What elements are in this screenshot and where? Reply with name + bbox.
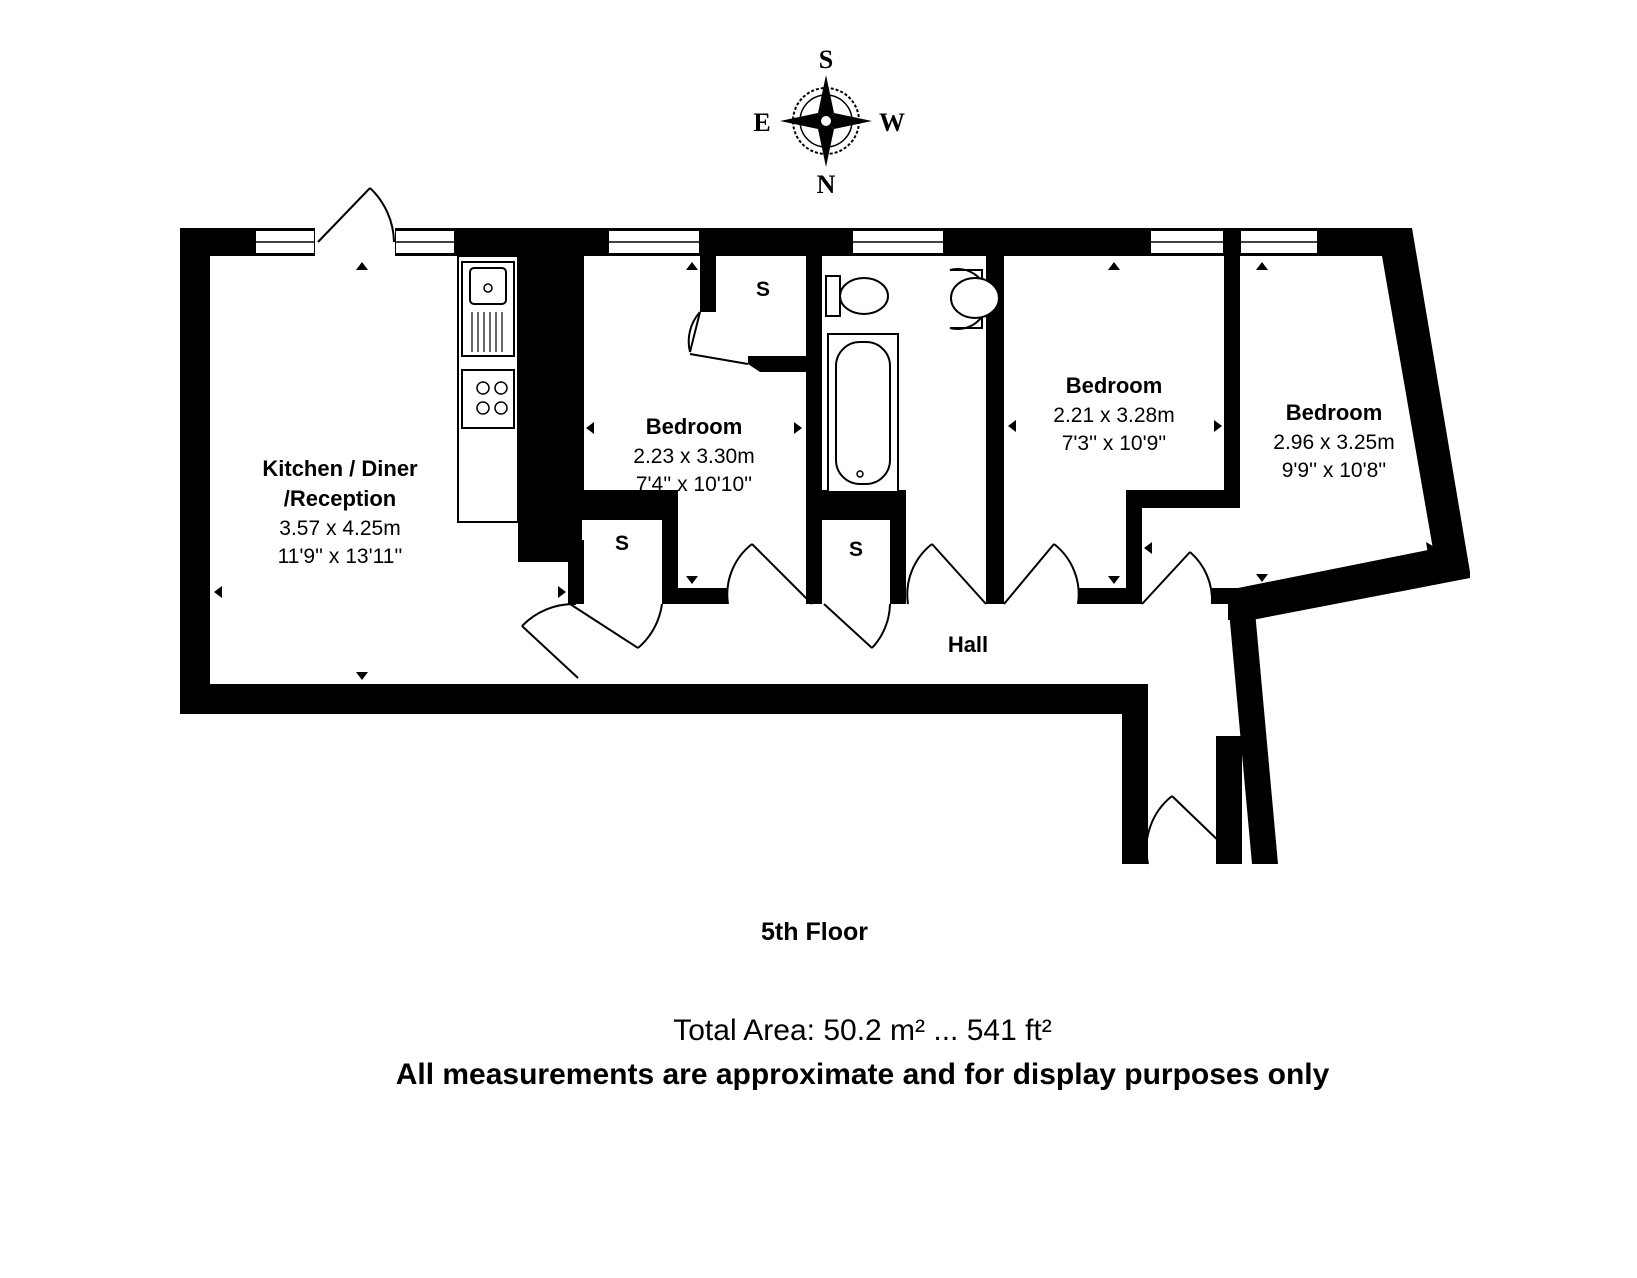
kitchen-fixtures <box>457 255 519 523</box>
bathroom-fixtures <box>825 268 1000 493</box>
storage-label-hall-left: S <box>615 532 629 555</box>
kitchen-imperial: 11'9'' x 13'11'' <box>278 545 403 568</box>
bedroom1-metric: 2.23 x 3.30m <box>633 445 754 468</box>
storage-label-bedroom: S <box>756 278 770 301</box>
bedroom2-metric: 2.21 x 3.28m <box>1053 404 1174 427</box>
compass-east-label: E <box>753 108 770 137</box>
bedroom3-name: Bedroom <box>1286 400 1383 425</box>
dimension-arrows <box>214 262 1436 680</box>
compass-rose: S E W N <box>753 45 905 199</box>
bedroom3-imperial: 9'9'' x 10'8'' <box>1282 459 1387 482</box>
doors <box>317 187 1227 865</box>
hall-name: Hall <box>948 632 988 657</box>
compass-south-label: S <box>819 45 833 74</box>
room-labels: Kitchen / Diner /Reception 3.57 x 4.25m … <box>262 278 1394 657</box>
bedroom2-imperial: 7'3'' x 10'9'' <box>1062 432 1167 455</box>
disclaimer: All measurements are approximate and for… <box>395 1058 1330 1091</box>
bedroom1-imperial: 7'4'' x 10'10'' <box>636 473 752 496</box>
bedroom2-name: Bedroom <box>1066 373 1163 398</box>
compass-west-label: W <box>879 108 905 137</box>
kitchen-name-line1: Kitchen / Diner <box>262 456 418 481</box>
bedroom3-metric: 2.96 x 3.25m <box>1273 431 1394 454</box>
kitchen-name-line2: /Reception <box>284 486 396 511</box>
floor-label: 5th Floor <box>761 918 868 946</box>
bedroom1-name: Bedroom <box>646 414 743 439</box>
kitchen-metric: 3.57 x 4.25m <box>279 517 400 540</box>
total-area: Total Area: 50.2 m² ... 541 ft² <box>673 1014 1052 1047</box>
storage-label-hall-middle: S <box>849 538 863 561</box>
floor-plan: S E W N <box>180 45 1470 865</box>
compass-north-label: N <box>817 170 836 199</box>
walls <box>180 228 1470 864</box>
